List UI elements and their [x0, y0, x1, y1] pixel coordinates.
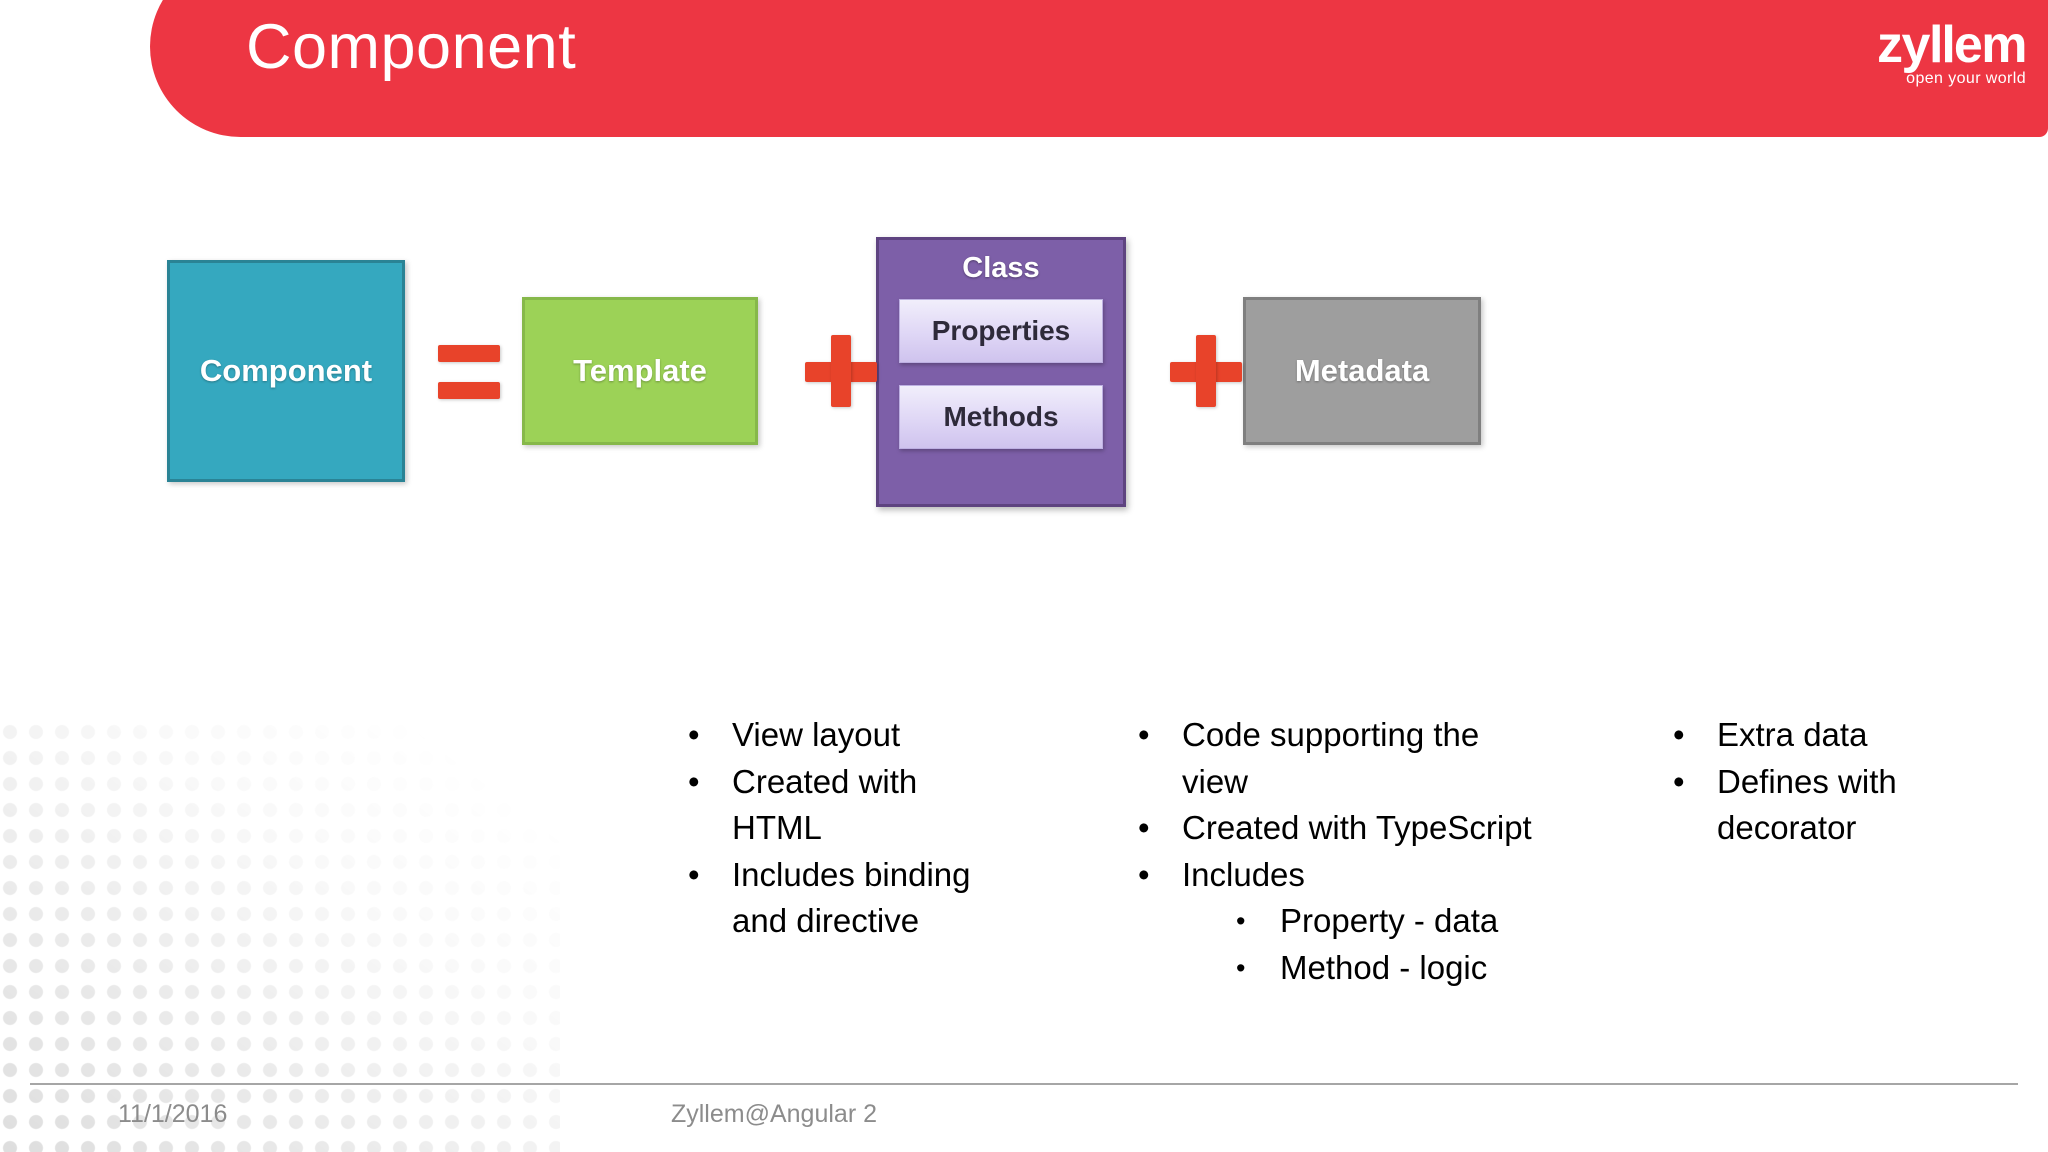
sub-list-item-text: Method - logic [1280, 948, 1488, 986]
logo-text-em: em [1953, 16, 2028, 74]
list-item-text: Defines with decorator [1717, 762, 1897, 847]
bullet-marker-icon: • [1138, 855, 1150, 893]
bullet-marker-icon: • [688, 855, 700, 893]
sub-bullet-list: • Property - data • Method - logic [1182, 898, 1550, 991]
plus-operator-icon-2 [1170, 335, 1242, 407]
diagram-box-class: Class Properties Methods [876, 237, 1126, 507]
list-item: • Includes • Property - data • Method - … [1130, 852, 1550, 992]
list-item: • View layout [680, 712, 980, 759]
equals-bar-bottom [438, 382, 500, 399]
list-item-text: Includes [1182, 855, 1305, 893]
logo-tagline: open your world [1906, 70, 2026, 87]
notes-column-template: • View layout • Created with HTML • Incl… [680, 712, 980, 945]
footer-deck-name: Zyllem@Angular 2 [670, 1100, 877, 1128]
page-title: Component [246, 12, 577, 82]
logo-bars-icon: ll [1928, 16, 1956, 74]
bullet-marker-icon: • [1138, 716, 1150, 753]
list-item: • Includes binding and directive [680, 852, 980, 945]
header-banner [150, 0, 2048, 137]
diagram-box-component: Component [167, 260, 405, 482]
diagram-box-template-label: Template [573, 353, 707, 388]
plus-operator-icon-1 [805, 335, 877, 407]
footer-divider [30, 1083, 2018, 1085]
sub-bullet-marker-icon: • [1236, 906, 1246, 936]
diagram-box-component-label: Component [199, 353, 373, 388]
diagram-box-class-methods: Methods [899, 385, 1103, 449]
list-item: • Extra data [1665, 712, 1965, 759]
sub-list-item: • Property - data [1230, 898, 1550, 945]
diagram-box-metadata-label: Metadata [1294, 353, 1430, 388]
list-item-text: View layout [732, 716, 901, 753]
sub-list-item-text: Property - data [1280, 902, 1499, 939]
bullet-marker-icon: • [1673, 716, 1685, 753]
diagram-box-class-properties: Properties [899, 299, 1103, 363]
diagram-box-template: Template [522, 297, 758, 445]
notes-column-metadata: • Extra data • Defines with decorator [1665, 712, 1965, 852]
bullet-list: • Extra data • Defines with decorator [1665, 712, 1965, 852]
plus-bar-vertical [1196, 335, 1216, 407]
notes-column-class: • Code supporting the view • Created wit… [1130, 712, 1550, 991]
list-item: • Created with TypeScript [1130, 805, 1550, 852]
list-item-text: Code supporting the view [1182, 716, 1480, 800]
bullet-marker-icon: • [688, 716, 700, 753]
list-item-text: Created with TypeScript [1182, 809, 1532, 846]
equals-operator-icon [438, 345, 500, 399]
list-item-text: Extra data [1717, 716, 1868, 753]
decorative-dot-pattern [0, 722, 560, 1152]
logo-text-zy: zy [1877, 16, 1930, 74]
logo-wordmark: zyllem [1877, 16, 2028, 74]
bullet-list: • View layout • Created with HTML • Incl… [680, 712, 980, 945]
list-item-text: Includes binding and directive [732, 855, 971, 940]
sub-list-item: • Method - logic [1230, 945, 1550, 992]
list-item: • Created with HTML [680, 759, 980, 852]
bullet-marker-icon: • [1138, 809, 1150, 846]
sub-bullet-marker-icon: • [1236, 952, 1246, 983]
zyllem-logo: zyllem open your world [1877, 16, 2028, 88]
diagram-box-class-label: Class [962, 252, 1040, 284]
bullet-marker-icon: • [1673, 762, 1685, 800]
list-item: • Code supporting the view [1130, 712, 1550, 805]
diagram-box-metadata: Metadata [1243, 297, 1481, 445]
component-equation-diagram: Component Template Class Properties Meth… [150, 237, 1950, 700]
bullet-marker-icon: • [688, 762, 700, 800]
bullet-list: • Code supporting the view • Created wit… [1130, 712, 1550, 991]
plus-bar-vertical [831, 335, 851, 407]
equals-bar-top [438, 345, 500, 362]
list-item-text: Created with HTML [732, 762, 918, 847]
list-item: • Defines with decorator [1665, 759, 1965, 852]
